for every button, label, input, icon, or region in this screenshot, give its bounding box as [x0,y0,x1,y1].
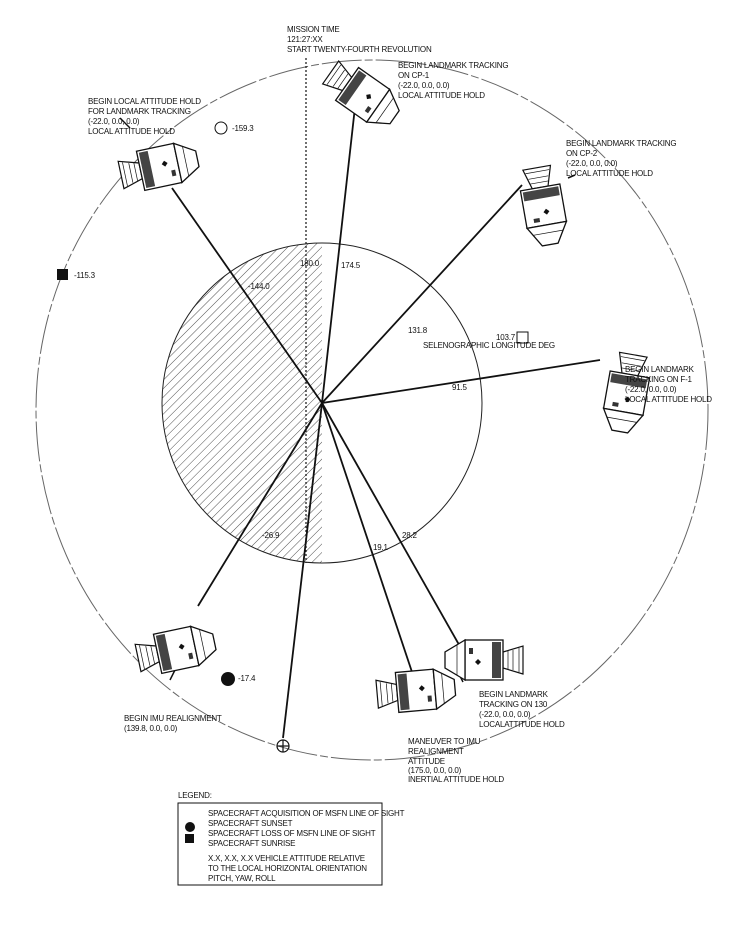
f1-label: BEGIN LANDMARK TRACKING ON F-1 (-22.0, 0… [625,365,712,404]
mission-time-label: MISSION TIME 121:27:XX START TWENTY-FOUR… [287,25,432,54]
spacecraft-cp2 [516,163,571,249]
legend-circle-icon [185,822,195,832]
los-value: 103.7 [496,333,516,342]
axis-label: SELENOGRAPHIC LONGITUDE DEG [423,341,555,350]
aos-value: -159.3 [232,124,254,133]
maneuver-label: MANEUVER TO IMU REALIGNMENT ATTITUDE (17… [408,737,504,784]
legend-lines: SPACECRAFT ACQUISITION OF MSFN LINE OF S… [208,809,406,848]
moon-dark-side [162,243,322,563]
spacecraft-imu [133,621,220,679]
los-marker-icon [516,331,529,344]
cp2-label: BEGIN LANDMARK TRACKING ON CP-2 (-22.0, … [566,139,678,178]
aos-marker-icon [214,121,228,135]
moon [161,242,483,564]
longitude-174: 174.5 [341,261,361,270]
sunset-circle-icon [221,672,235,686]
imu-label: BEGIN IMU REALIGNMENT (139.8, 0.0, 0.0) [124,714,223,733]
orbit-path [35,59,709,761]
earth-symbol-icon [276,739,290,753]
legend-box [177,802,383,886]
spacecraft-cp1 [318,55,407,135]
local-hold-label: BEGIN LOCAL ATTITUDE HOLD FOR LANDMARK T… [88,97,203,136]
spacecraft-maneuver [374,666,458,715]
longitude-91: 91.5 [452,383,468,392]
longitude-28: 28.2 [402,531,418,540]
t130-label: BEGIN LANDMARK TRACKING ON 130 (-22.0, 0… [479,690,565,729]
sunset-square-icon [57,269,68,280]
legend-square-icon [185,834,194,843]
longitude-180: 180.0 [300,259,320,268]
longitude-m26: -26.9 [262,531,280,540]
spacecraft-local-hold [116,138,203,196]
sunset-square-value: -115.3 [74,271,96,280]
sunset-circle-value: -17.4 [238,674,256,683]
spacecraft-130 [444,639,524,681]
legend-note: X.X, X.X, X.X VEHICLE ATTITUDE RELATIVE … [208,854,369,883]
longitude-m144: -144.0 [248,282,270,291]
longitude-131: 131.8 [408,326,428,335]
radial-lines [171,97,601,739]
longitude-19: 19.1 [373,543,389,552]
cp1-label: BEGIN LANDMARK TRACKING ON CP-1 (-22.0, … [398,61,510,100]
legend-title: LEGEND: [178,791,212,800]
